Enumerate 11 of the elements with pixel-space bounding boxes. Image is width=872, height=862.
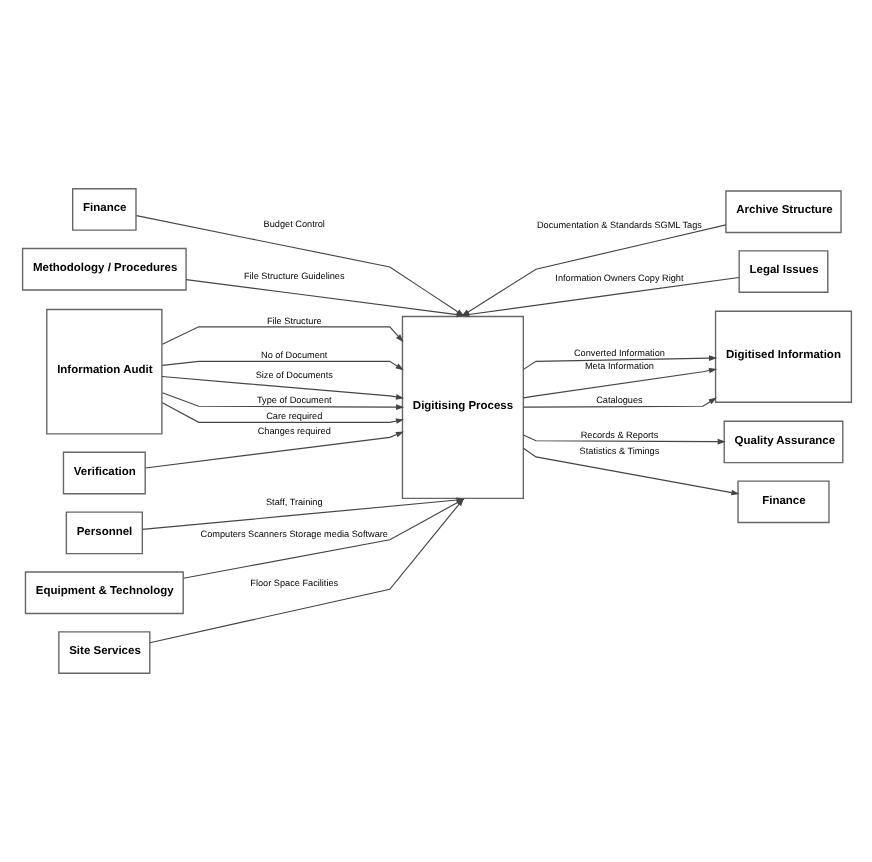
arrow [521,367,716,399]
arrow [143,431,403,469]
arrow [521,434,725,445]
arrow [521,447,739,496]
arrow [521,355,717,370]
arrow [160,402,404,424]
arrow [521,397,716,408]
arrow [160,360,403,371]
arrow [160,392,404,410]
arrow [160,326,403,345]
arrow [160,375,404,400]
